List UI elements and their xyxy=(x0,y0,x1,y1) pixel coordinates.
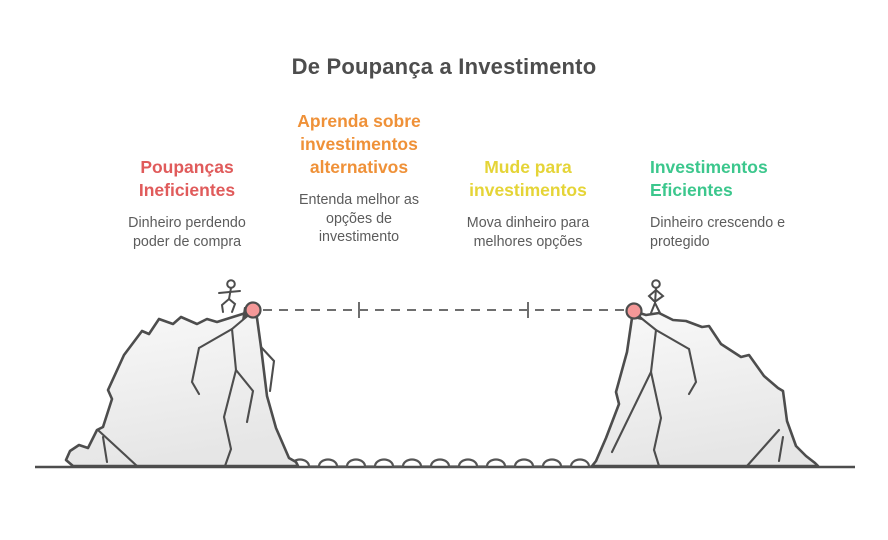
step-3-description: Mova dinheiro para melhores opções xyxy=(466,215,590,250)
step-2-description: Entenda melhor as opções de investimento xyxy=(298,192,419,246)
journey-dashed-line xyxy=(263,302,626,318)
step-learn-alternatives: Aprenda sobre investimentos alternativos… xyxy=(279,110,439,247)
step-3-heading: Mude para investimentos xyxy=(469,157,587,201)
right-cliff xyxy=(590,309,820,468)
left-cliff xyxy=(64,309,300,468)
journey-start-marker xyxy=(242,301,262,320)
step-2-heading: Aprenda sobre investimentos alternativos xyxy=(297,111,421,178)
step-4-heading: Investimentos Eficientes xyxy=(650,157,768,201)
right-cliff-cracks xyxy=(610,312,785,468)
step-efficient-investments: Investimentos Eficientes Dinheiro cresce… xyxy=(650,156,810,251)
water-wave-line xyxy=(289,458,619,468)
step-1-description: Dinheiro perdendo poder de compra xyxy=(128,215,246,250)
left-cliff-cracks xyxy=(97,311,276,468)
stick-figure-walking-icon xyxy=(218,279,241,313)
page-title: De Poupança a Investimento xyxy=(291,54,597,79)
stick-figure-standing-icon xyxy=(647,279,665,314)
journey-end-marker xyxy=(625,302,646,321)
step-inefficient-savings: Poupanças Ineficientes Dinheiro perdendo… xyxy=(107,156,267,251)
step-switch-investments: Mude para investimentos Mova dinheiro pa… xyxy=(448,156,608,251)
step-4-description: Dinheiro crescendo e protegido xyxy=(650,215,786,250)
step-1-heading: Poupanças Ineficientes xyxy=(138,157,236,201)
